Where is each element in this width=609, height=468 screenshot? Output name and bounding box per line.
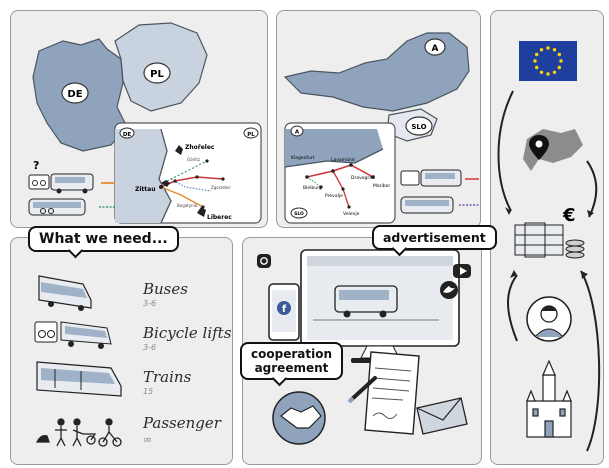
city-zhorelec: Zhořelec (185, 144, 215, 151)
need-count: 15 (143, 387, 154, 396)
map-panel-de-pl: DE PL DE PL Zhořelec Görlitz Zgorzelec Z… (10, 10, 268, 228)
eu-star (546, 46, 550, 50)
eu-star (559, 59, 563, 63)
de-pl-map: DE PL DE PL Zhořelec Görlitz Zgorzelec Z… (28, 22, 262, 224)
eu-star (552, 48, 557, 52)
need-title: Buses (143, 280, 188, 298)
city-liberec: Liberec (207, 214, 232, 221)
label-de: DE (67, 89, 82, 100)
city-hall-icon (526, 359, 572, 438)
eu-star (533, 59, 537, 63)
needs-icons (34, 275, 122, 447)
city-klagenfurt: Klagenfurt (291, 155, 315, 161)
need-title: Trains (143, 368, 192, 386)
city-bogatynia: Bogatynia (177, 203, 198, 208)
need-title: Bicycle lifts (143, 324, 232, 342)
funding-panel: € (490, 10, 604, 465)
envelope-icon (416, 397, 468, 435)
city-maribor: Maribor (373, 183, 390, 189)
bus-icon (38, 275, 92, 311)
agreement-line-2: agreement (254, 361, 329, 375)
inset-label-pl: PL (247, 132, 255, 138)
eu-star (557, 65, 561, 70)
city-bleiburg: Bleiburg (303, 185, 322, 191)
eu-star (539, 70, 544, 74)
map-panel-at-slo: A SLO A SLO Klagenfurt Lavamünd Dravogra… (276, 10, 481, 228)
eu-flag-icon (519, 41, 577, 81)
cooperation-illustration: f (257, 249, 471, 445)
city-zgorzelec: Zgorzelec (211, 185, 231, 190)
instagram-icon (257, 254, 271, 268)
need-count: ∞ (143, 433, 153, 446)
need-count: 3-6 (143, 299, 157, 308)
need-bicycle-lifts: Bicycle lifts 3-6 (143, 324, 231, 352)
need-trains: Trains 15 (143, 368, 191, 396)
funding-diagram: € (497, 41, 601, 452)
at-slo-map: A SLO A SLO Klagenfurt Lavamünd Dravogra… (283, 32, 479, 224)
city-zittau: Zittau (135, 186, 155, 193)
bicycle-lift-icon (400, 169, 462, 187)
twitter-icon (440, 281, 458, 299)
youtube-icon (453, 264, 471, 278)
need-buses: Buses 3-6 (143, 280, 188, 308)
eu-star (546, 72, 550, 76)
city-lavamund: Lavamünd (331, 157, 355, 163)
eu-star (535, 65, 539, 70)
svg-text:f: f (282, 304, 287, 315)
eu-star (535, 52, 539, 57)
phone-icon: f (268, 283, 300, 341)
person-icon (526, 296, 572, 342)
needs-panel: Buses 3-6 Bicycle lifts 3-6 Trains 15 Pa… (10, 237, 233, 465)
label-slo: SLO (411, 123, 426, 131)
inset-label-slo: SLO (294, 211, 304, 217)
contract-icon (347, 351, 420, 435)
city-dravograd: Dravograd (351, 175, 375, 181)
inset-label-a: A (295, 130, 300, 136)
question-mark: ? (33, 159, 39, 172)
city-velenje: Velenje (343, 211, 360, 217)
euro-symbol: € (562, 205, 576, 226)
need-title: Passenger (143, 414, 221, 432)
inset-label-de: DE (123, 132, 132, 138)
city-prevalje: Prevalje (325, 193, 343, 199)
eu-star (539, 48, 544, 52)
passengers-icon (35, 418, 122, 447)
agreement-line-1: cooperation (251, 347, 332, 361)
eu-star (552, 70, 557, 74)
europe-pin-icon (523, 129, 583, 171)
label-a: A (432, 44, 439, 54)
need-count: 3-6 (143, 343, 157, 352)
needs-header: What we need... (28, 226, 179, 252)
bicycle-lift-icon (34, 321, 112, 349)
need-passenger: Passenger ∞ (143, 414, 221, 446)
bicycle-lift-icon (28, 173, 94, 194)
monitor-icon (300, 249, 460, 363)
austria-shape (283, 32, 470, 112)
advertisement-label: advertisement (372, 225, 497, 250)
money-icon (514, 222, 585, 259)
train-icon (28, 198, 86, 216)
cooperation-agreement-label: cooperation agreement (240, 342, 343, 380)
bus-icon (334, 285, 398, 318)
train-icon (400, 196, 454, 214)
label-pl: PL (150, 69, 164, 80)
city-gorlitz: Görlitz (187, 157, 200, 162)
handshake-icon (272, 391, 326, 445)
train-icon (36, 361, 122, 397)
eu-star (557, 52, 561, 57)
